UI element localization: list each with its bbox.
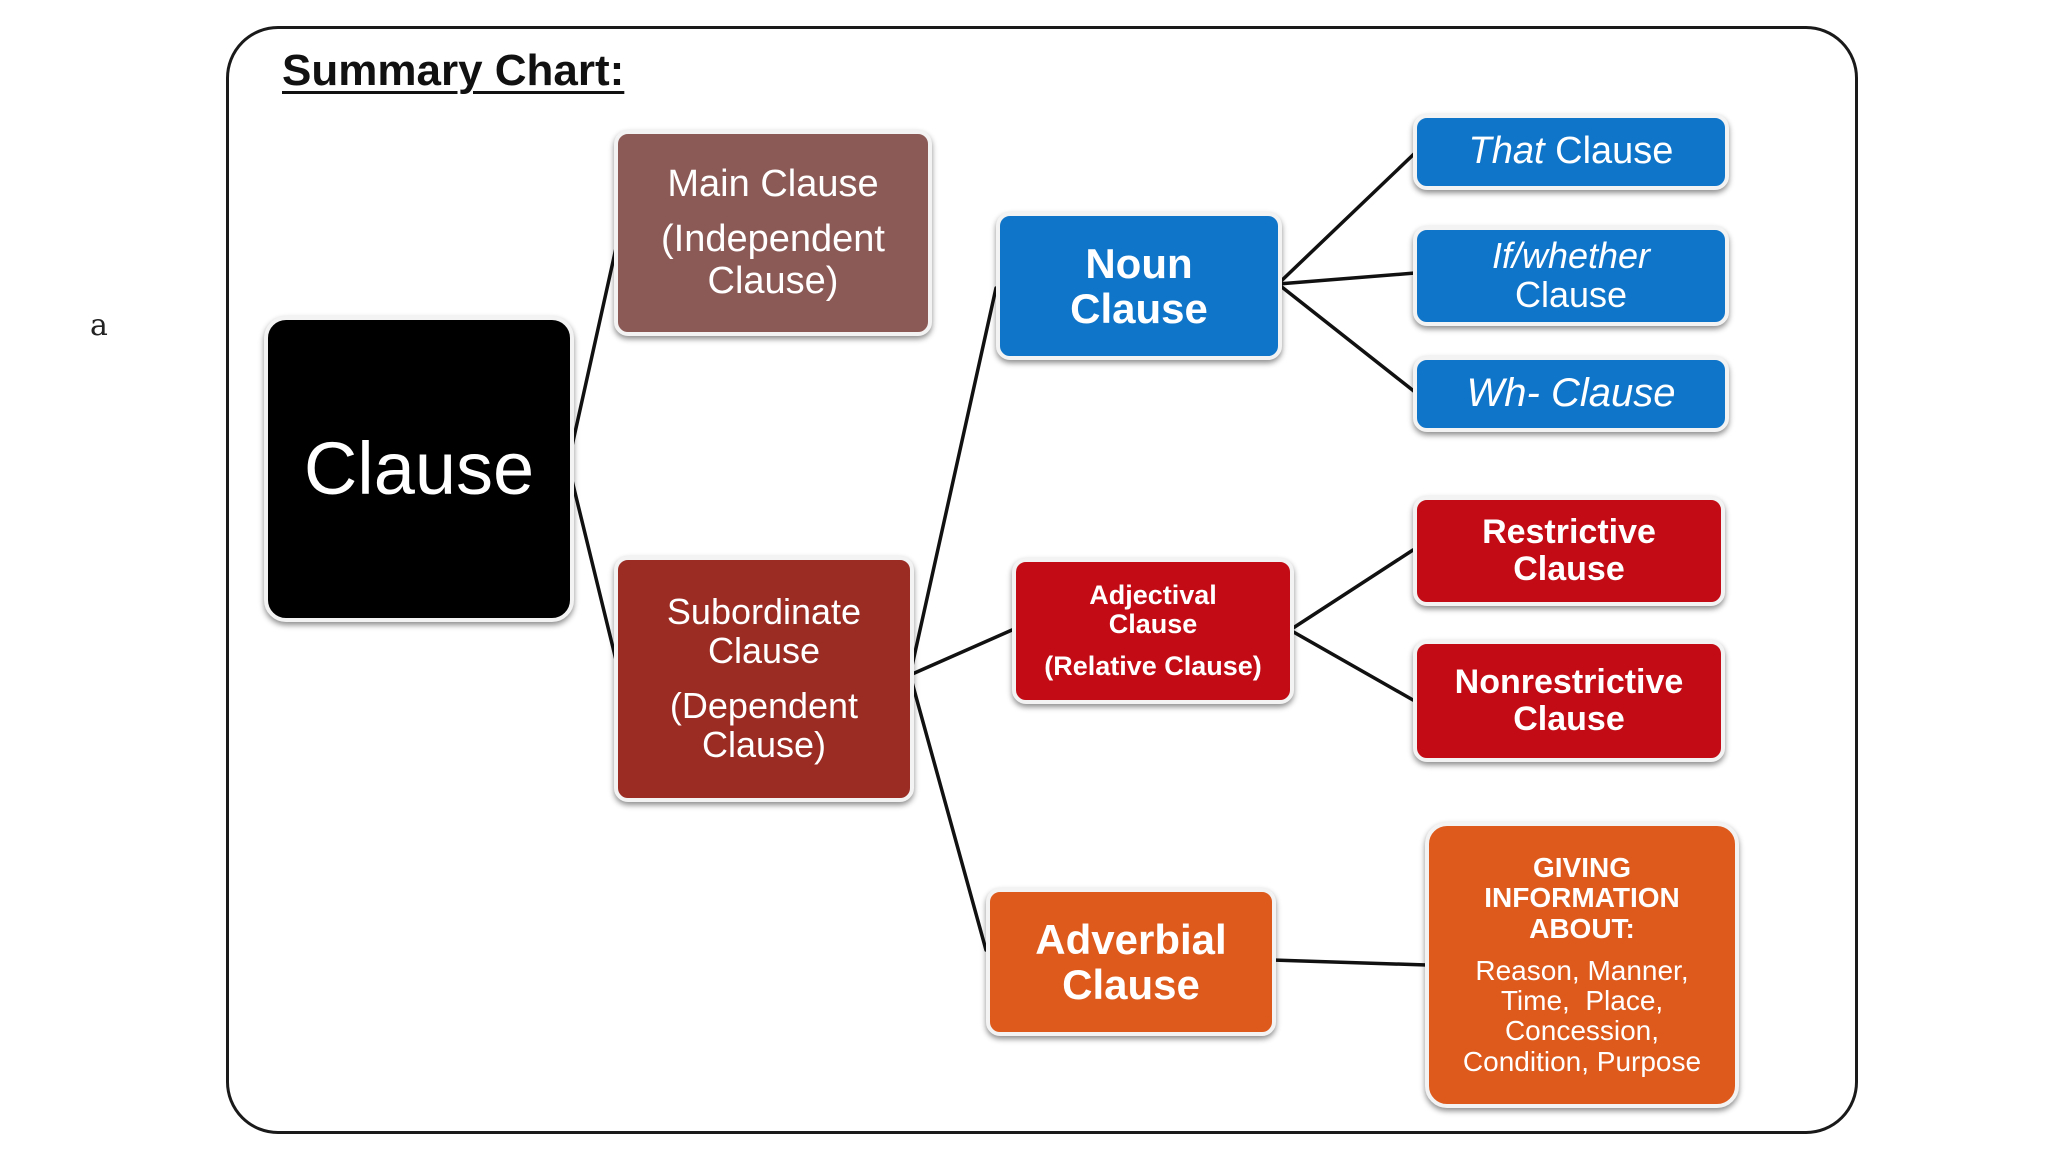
wh-clause-node: Wh- Clause: [1413, 356, 1729, 432]
adjectival-clause-line3: (Relative Clause): [1044, 650, 1262, 681]
subordinate-clause-line1: Subordinate: [666, 591, 862, 633]
adverbial-clause-line2: Clause: [1062, 961, 1200, 1008]
if-whether-clause-line1: If/whether: [1491, 235, 1651, 277]
giving-info-body2: Time, Place,: [1500, 985, 1664, 1017]
side-label: a: [90, 308, 108, 343]
nonrestrictive-clause-node: Nonrestrictive Clause: [1413, 640, 1725, 762]
subordinate-clause-line4: Clause): [701, 723, 827, 765]
noun-clause-line1: Noun: [1085, 239, 1193, 287]
giving-information-node: GIVING INFORMATION ABOUT: Reason, Manner…: [1425, 822, 1739, 1108]
link-clause-main: [566, 246, 618, 466]
restrictive-clause-line1: Restrictive: [1482, 513, 1656, 552]
giving-info-body3: Concession,: [1504, 1015, 1660, 1047]
adverbial-clause-node: Adverbial Clause: [986, 888, 1276, 1036]
link-adverbial-info: [1270, 958, 1429, 967]
giving-info-heading2: INFORMATION: [1484, 882, 1680, 914]
subordinate-clause-line3: (Dependent: [669, 685, 859, 726]
subordinate-clause-line2: Clause: [707, 630, 821, 672]
diagram-title: Summary Chart:: [282, 46, 625, 95]
giving-info-body4: Condition, Purpose: [1462, 1045, 1702, 1077]
clause-label: Clause: [303, 427, 535, 511]
link-noun-that: [1276, 151, 1417, 286]
link-clause-subordinate: [566, 462, 618, 662]
link-noun-ifwhether: [1276, 271, 1417, 286]
if-whether-clause-node: If/whether Clause: [1413, 226, 1729, 326]
link-subordinate-adverbial: [908, 673, 988, 952]
adjectival-clause-node: Adjectival Clause (Relative Clause): [1012, 558, 1294, 704]
link-adjectival-nonrestrictive: [1288, 628, 1415, 702]
main-clause-node: Main Clause (Independent Clause): [614, 130, 932, 336]
that-clause-rest: Clause: [1544, 130, 1674, 173]
if-whether-clause-line2: Clause: [1514, 274, 1628, 315]
adverbial-clause-line1: Adverbial: [1035, 915, 1227, 963]
adjectival-clause-line2: Clause: [1108, 609, 1198, 640]
that-clause-node: That Clause: [1413, 114, 1729, 190]
nonrestrictive-clause-line1: Nonrestrictive: [1454, 663, 1684, 702]
noun-clause-node: Noun Clause: [996, 212, 1282, 360]
link-subordinate-noun: [908, 286, 998, 677]
main-clause-line2: (Independent: [661, 218, 885, 261]
adjectival-clause-line1: Adjectival: [1089, 580, 1217, 611]
nonrestrictive-clause-line2: Clause: [1513, 700, 1625, 738]
clause-node: Clause: [264, 316, 574, 622]
wh-clause-label: Wh- Clause: [1466, 371, 1676, 416]
main-clause-line3: Clause): [707, 259, 839, 302]
restrictive-clause-line2: Clause: [1513, 550, 1625, 588]
link-adjectival-restrictive: [1288, 548, 1415, 632]
that-clause-italic: That: [1468, 130, 1545, 173]
giving-info-heading1: GIVING: [1532, 852, 1631, 884]
restrictive-clause-node: Restrictive Clause: [1413, 496, 1725, 606]
noun-clause-line2: Clause: [1070, 285, 1208, 332]
link-noun-wh: [1276, 282, 1417, 394]
main-clause-line1: Main Clause: [667, 163, 879, 206]
that-clause-label: That Clause: [1469, 131, 1674, 172]
giving-info-heading3: ABOUT:: [1529, 912, 1635, 944]
link-subordinate-adjectival: [908, 628, 1014, 677]
subordinate-clause-node: Subordinate Clause (Dependent Clause): [614, 556, 914, 802]
giving-info-body1: Reason, Manner,: [1475, 954, 1689, 986]
